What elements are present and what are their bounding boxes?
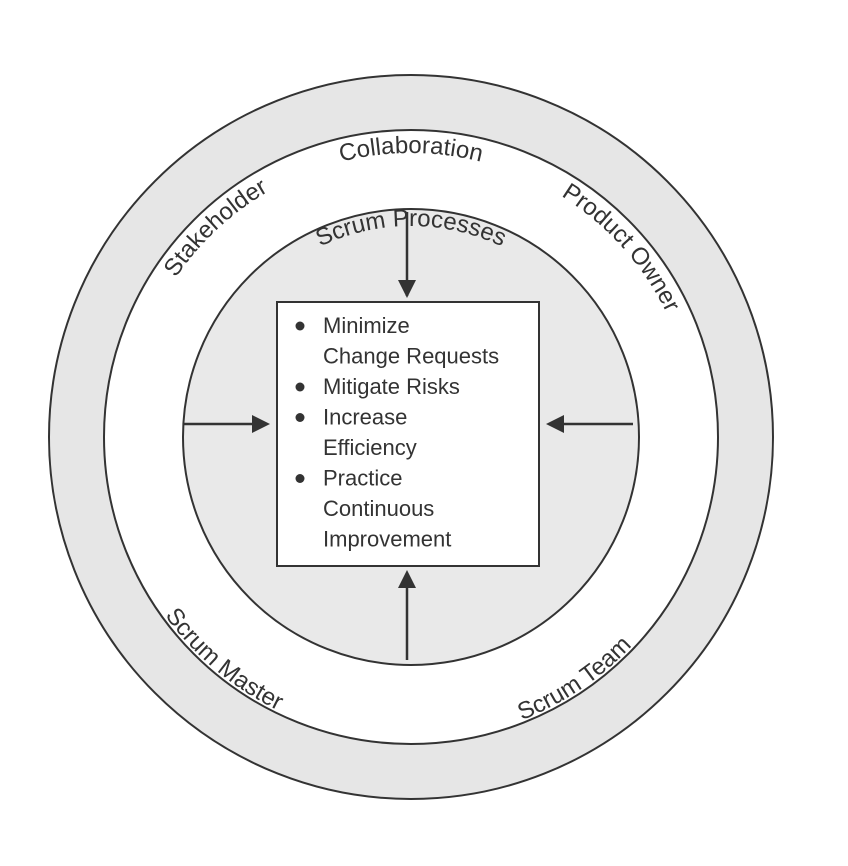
benefit-item-line: Minimize	[323, 313, 410, 338]
arrows	[183, 212, 633, 660]
bullet-icon	[295, 321, 305, 331]
benefit-item-line: Continuous	[323, 496, 434, 521]
center-box	[276, 301, 540, 567]
bullet-icon	[295, 413, 305, 422]
arrowhead-bottom	[398, 570, 416, 588]
bullet-icon	[295, 382, 305, 392]
benefit-item-line: Improvement	[323, 527, 451, 552]
arrowhead-left	[252, 415, 270, 433]
benefit-item-line: Efficiency	[323, 435, 417, 460]
arrowhead-top	[398, 280, 416, 298]
arrowhead-right	[546, 415, 564, 433]
benefit-item-line: Increase	[323, 405, 407, 430]
bullet-icon	[295, 474, 305, 483]
benefit-item-line: Change Requests	[323, 344, 499, 369]
benefit-item-line: Mitigate Risks	[323, 374, 460, 399]
benefit-item-line: Practice	[323, 466, 402, 491]
